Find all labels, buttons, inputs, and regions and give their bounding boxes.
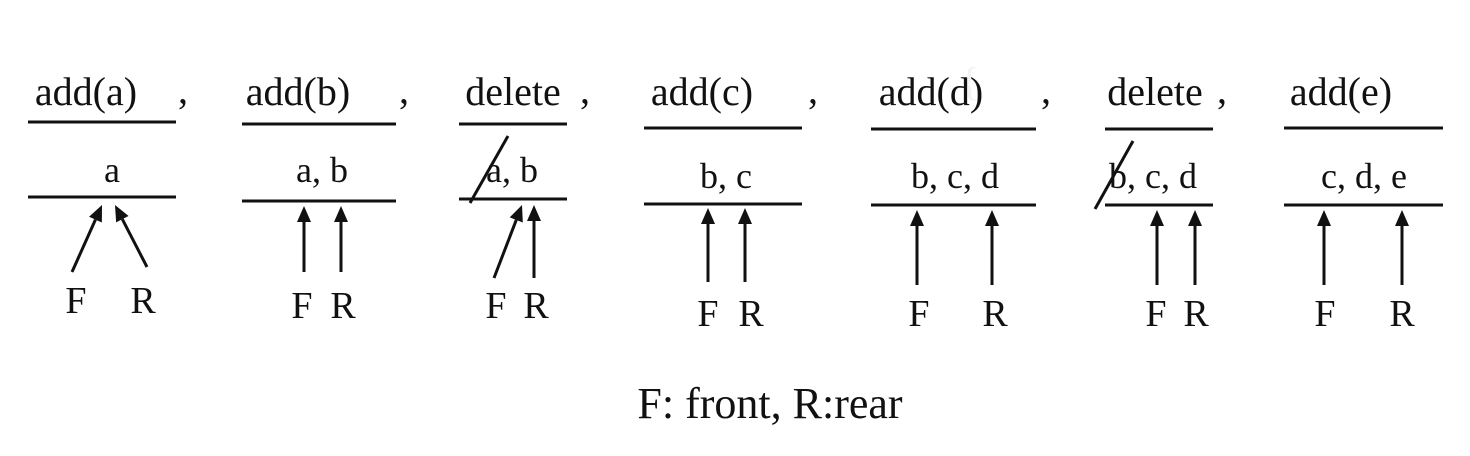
rear-label: R [130, 280, 156, 322]
arrow-shaft [70, 218, 97, 273]
front-pointer-arrow [701, 208, 715, 282]
front-label: F [65, 280, 86, 322]
front-label: F [908, 293, 929, 335]
separator-comma: , [1217, 67, 1227, 112]
separator-comma: , [1041, 67, 1051, 112]
arrow-head [738, 208, 752, 224]
rear-pointer-arrow [115, 205, 149, 268]
rear-pointer-arrow [1395, 210, 1409, 285]
queue-contents: b, c [700, 156, 752, 196]
separator-comma: , [808, 67, 818, 112]
separator-comma: , [178, 67, 188, 112]
deleted-element-strike [1093, 140, 1135, 210]
arrow-head [89, 205, 102, 223]
rear-label: R [982, 293, 1008, 335]
front-pointer-arrow [1317, 210, 1331, 285]
separator-comma: , [580, 67, 590, 112]
arrow-shaft [121, 218, 149, 268]
rear-label: R [330, 285, 356, 327]
arrow-head [1188, 210, 1202, 226]
arrow-head [1317, 210, 1331, 226]
front-pointer-arrow [1150, 210, 1164, 285]
rear-pointer-arrow [1188, 210, 1202, 285]
rear-label: R [1389, 293, 1415, 335]
rear-pointer-arrow [985, 210, 999, 285]
legend-caption: F: front, R:rear [637, 379, 903, 428]
front-label: F [1145, 293, 1166, 335]
arrow-head [527, 205, 541, 221]
front-label: F [1314, 293, 1335, 335]
rear-pointer-arrow [527, 205, 541, 278]
front-pointer-arrow [910, 210, 924, 285]
front-label: F [485, 285, 506, 327]
arrow-head [985, 210, 999, 226]
operation-label: add(a) [35, 69, 137, 114]
arrow-head [334, 206, 348, 222]
front-pointer-arrow [70, 205, 102, 273]
faint-background-text: { [960, 59, 979, 104]
rear-pointer-arrow [334, 206, 348, 272]
arrow-head [910, 210, 924, 226]
rear-label: R [1183, 293, 1209, 335]
rear-label: R [738, 293, 764, 335]
front-pointer-arrow [492, 205, 523, 279]
arrow-head [509, 205, 523, 223]
operation-label: add(d) [879, 69, 983, 114]
arrow-head [297, 206, 311, 222]
queue-step-7: add(e) c, d, e F R [1284, 69, 1443, 335]
queue-step-5: add(d), b, c, d F R [871, 67, 1051, 335]
front-label: F [697, 293, 718, 335]
operation-label: add(b) [246, 69, 350, 114]
front-pointer-arrow [297, 206, 311, 272]
queue-contents: a, b [296, 150, 348, 190]
arrow-head [1150, 210, 1164, 226]
queue-contents: a [104, 150, 120, 190]
separator-comma: , [399, 67, 409, 112]
rear-pointer-arrow [738, 208, 752, 282]
arrow-head [1395, 210, 1409, 226]
operation-label: add(e) [1290, 69, 1392, 114]
operation-label: add(c) [651, 69, 753, 114]
arrow-shaft [492, 219, 518, 279]
queue-contents: c, d, e [1321, 156, 1407, 196]
front-label: F [291, 285, 312, 327]
queue-contents: b, c, d [1109, 156, 1197, 196]
arrow-head [701, 208, 715, 224]
rear-label: R [523, 285, 549, 327]
operation-label: delete [1107, 69, 1203, 114]
arrow-head [115, 205, 129, 223]
queue-contents: b, c, d [911, 156, 999, 196]
operation-label: delete [465, 69, 561, 114]
queue-step-1: add(a), aF R [28, 67, 188, 322]
queue-contents: a, b [486, 150, 538, 190]
deleted-element-strike [468, 135, 510, 204]
